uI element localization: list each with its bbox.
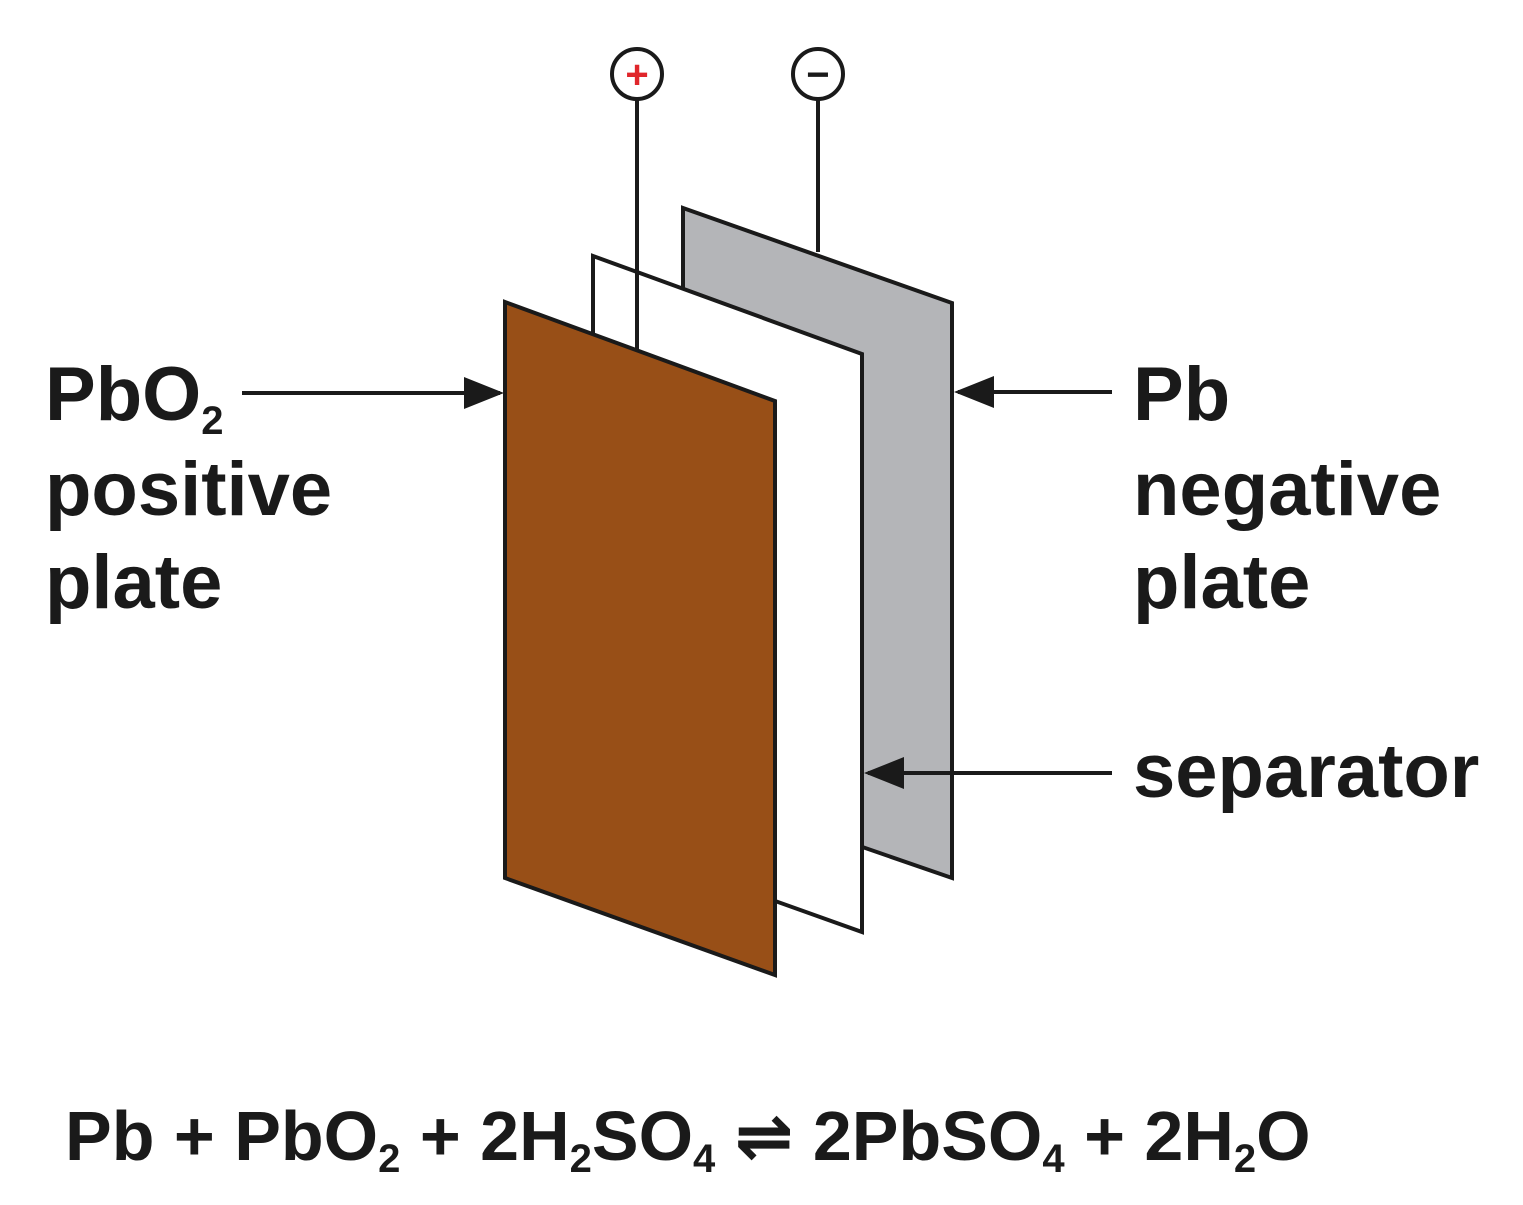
- negative-plate-formula: Pb: [1133, 352, 1230, 437]
- positive-plate-formula: PbO2: [45, 352, 223, 443]
- negative-plate-label-line2: negative: [1133, 447, 1441, 532]
- positive-plate: [503, 299, 777, 978]
- plus-sign: +: [625, 53, 648, 97]
- positive-plate-label-line2: positive: [45, 447, 332, 532]
- positive-plate-label-line3: plate: [45, 540, 222, 625]
- separator-label: separator: [1133, 729, 1479, 814]
- minus-sign: −: [806, 53, 829, 97]
- negative-plate-label-line3: plate: [1133, 540, 1310, 625]
- negative-terminal-icon: −: [791, 47, 845, 101]
- reaction-equation: Pb + PbO2 + 2H2SO4 ⇌ 2PbSO4 + 2H2O: [65, 1097, 1311, 1181]
- positive-terminal-icon: +: [610, 47, 664, 101]
